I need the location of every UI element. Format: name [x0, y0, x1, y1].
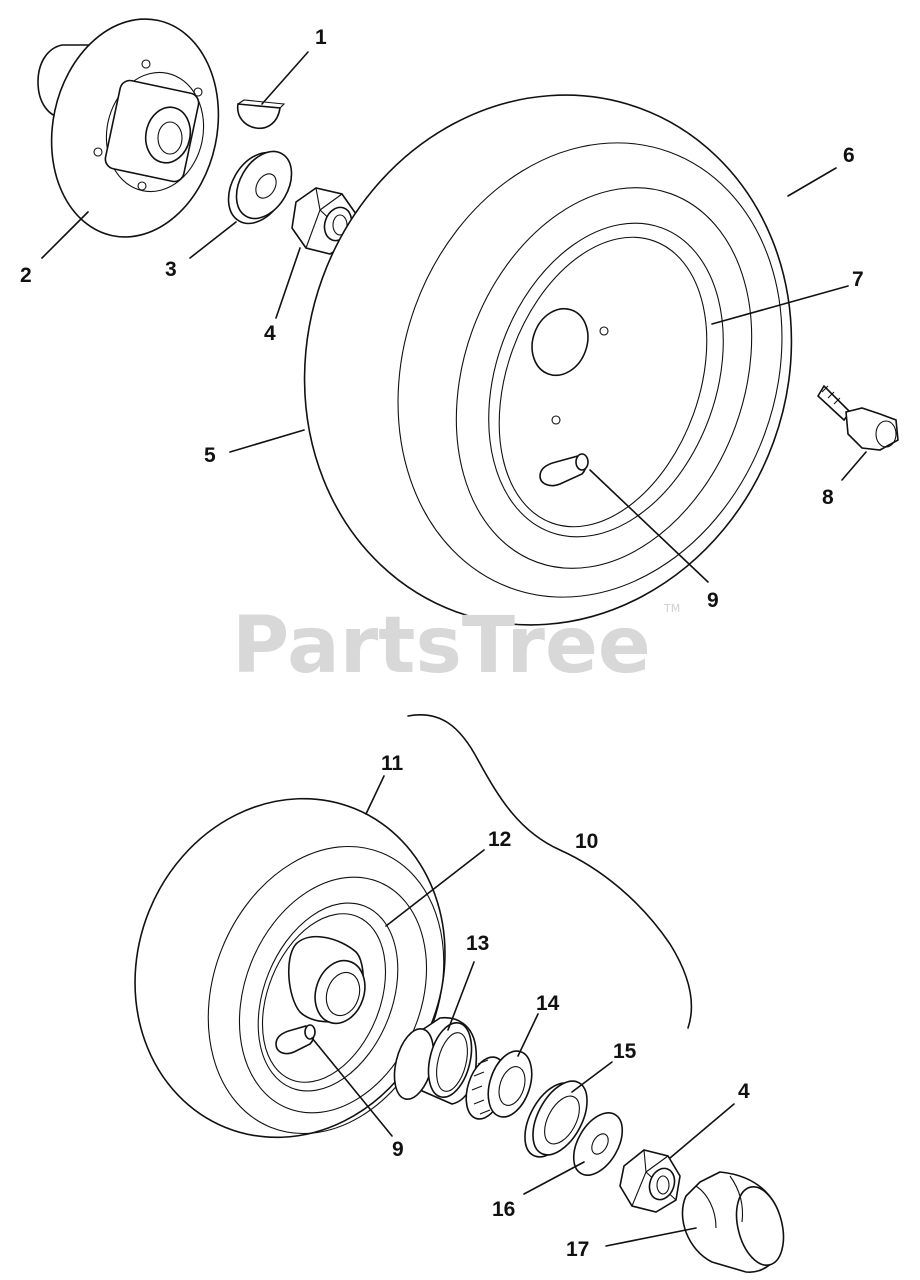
- callout-5: 5: [204, 444, 216, 467]
- spacer-part[interactable]: [681, 1171, 791, 1273]
- callout-8: 8: [822, 486, 834, 509]
- callout-15: 15: [613, 1040, 637, 1063]
- valve-stem-part-top[interactable]: [539, 453, 589, 487]
- bearing-cup-part[interactable]: [514, 1072, 598, 1165]
- hub-part[interactable]: [32, 3, 238, 252]
- leader-lines-bottom: [311, 775, 735, 1247]
- hex-nut-part-bottom[interactable]: [619, 1149, 681, 1213]
- small-wheel-part[interactable]: [85, 752, 496, 1185]
- callout-4-top: 4: [264, 322, 276, 345]
- bearing-sleeve-part[interactable]: [388, 1016, 479, 1105]
- washer-part[interactable]: [216, 142, 302, 234]
- callout-4-bottom: 4: [738, 1080, 750, 1103]
- leader-lines-top: [41, 51, 867, 583]
- assembly-brace: [407, 714, 693, 1029]
- callout-17: 17: [566, 1238, 589, 1261]
- large-wheel-part[interactable]: [231, 26, 865, 694]
- callout-13: 13: [466, 932, 489, 955]
- callout-16: 16: [492, 1198, 515, 1221]
- callout-12: 12: [488, 828, 511, 851]
- callout-14: 14: [536, 992, 560, 1015]
- valve-stem-part-bottom[interactable]: [275, 1024, 316, 1055]
- woodruff-key-part[interactable]: [236, 99, 286, 130]
- callout-1: 1: [315, 26, 327, 49]
- roller-bearing-part[interactable]: [459, 1045, 540, 1124]
- lug-bolt-part[interactable]: [816, 384, 899, 451]
- callout-2: 2: [20, 264, 32, 287]
- callout-9-bottom: 9: [392, 1138, 404, 1161]
- callout-10: 10: [575, 830, 598, 853]
- callout-6: 6: [843, 144, 855, 167]
- callout-9-top: 9: [707, 589, 719, 612]
- callout-11: 11: [381, 752, 404, 775]
- partstree-watermark: PartsTree: [232, 601, 651, 691]
- callout-3: 3: [165, 258, 177, 281]
- callout-7: 7: [852, 268, 864, 291]
- trademark-mark: TM: [663, 602, 680, 615]
- flat-washer-part[interactable]: [564, 1105, 633, 1184]
